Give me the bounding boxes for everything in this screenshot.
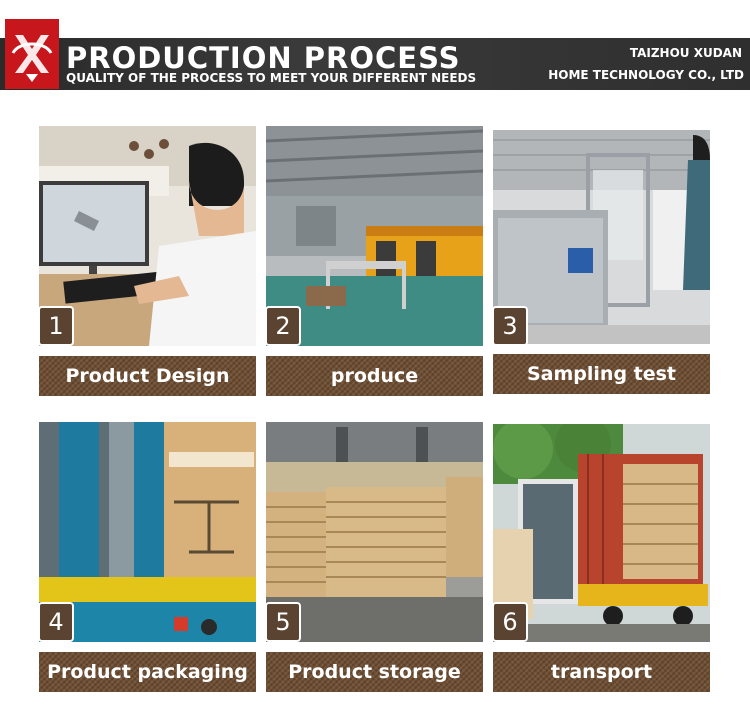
step-label-product-storage: Product storage [266,652,483,692]
page-subtitle: QUALITY OF THE PROCESS TO MEET YOUR DIFF… [66,71,477,85]
step-number-badge: 2 [265,306,301,346]
company-name-line1: TAIZHOU XUDAN [629,46,742,60]
step-number-badge: 6 [492,602,528,642]
company-name-line2: HOME TECHNOLOGY CO., LTD [548,68,744,82]
step-label-product-packaging: Product packaging [39,652,256,692]
brand-logo [5,19,59,89]
photo-transport [493,424,710,642]
photo-product-storage [266,422,483,642]
step-label-transport: transport [493,652,710,692]
step-number-badge: 5 [265,602,301,642]
page-title: PRODUCTION PROCESS [66,41,461,75]
step-label-product-design: Product Design [39,356,256,396]
step-label-produce: produce [266,356,483,396]
photo-sampling-test [493,130,710,344]
header-banner [0,38,750,90]
step-number-badge: 4 [38,602,74,642]
step-number-badge: 3 [492,306,528,346]
photo-product-packaging [39,422,256,642]
photo-product-design [39,126,256,346]
step-number-badge: 1 [38,306,74,346]
photo-produce [266,126,483,346]
step-label-sampling-test: Sampling test [493,354,710,394]
